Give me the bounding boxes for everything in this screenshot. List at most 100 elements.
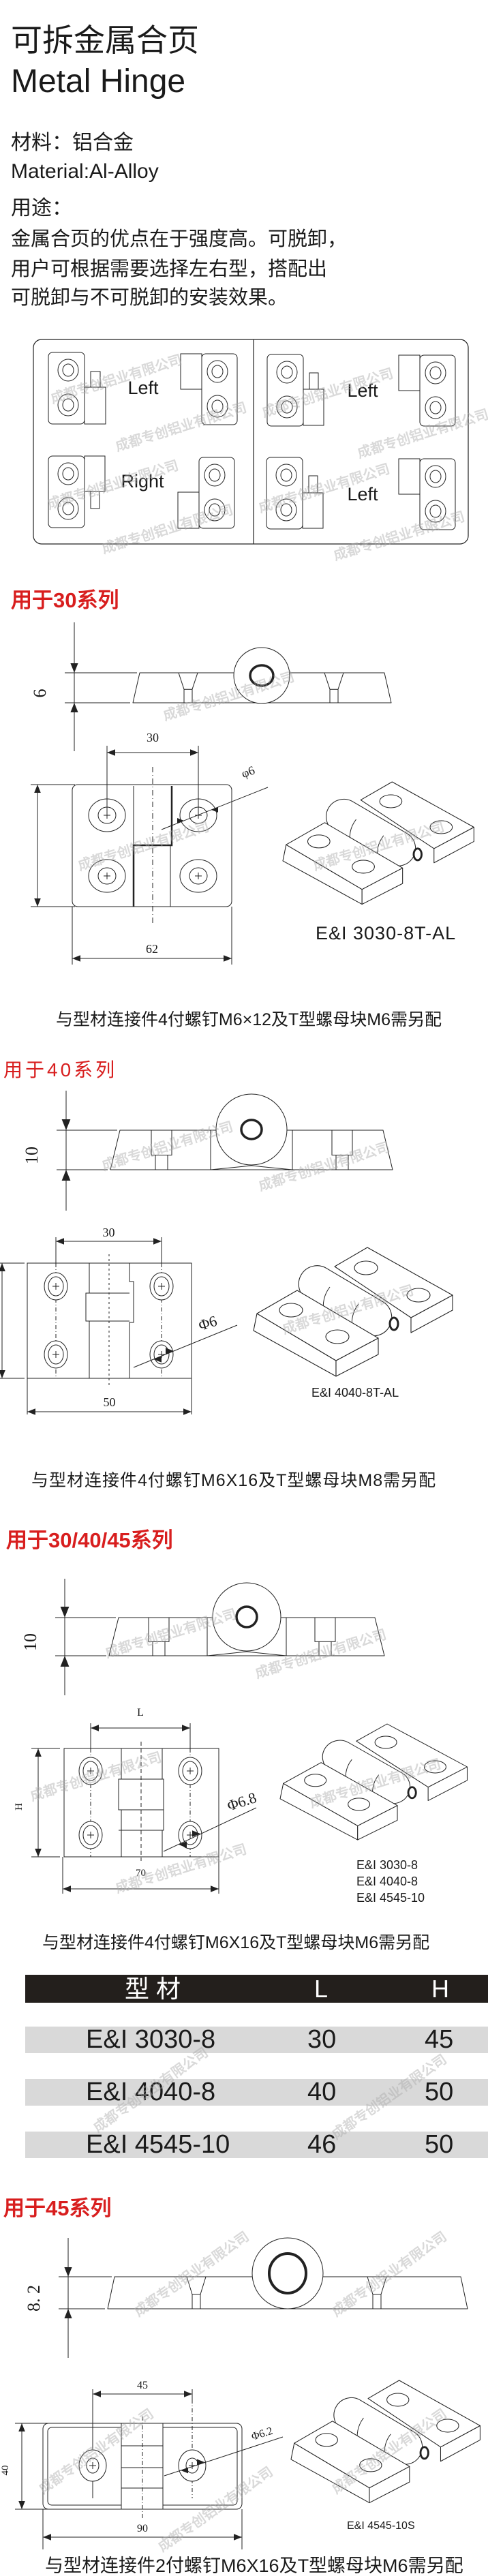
arrow-head (27, 1408, 35, 1415)
screw-hole-outer (204, 498, 226, 521)
countersink-hole (304, 1774, 327, 1787)
pocket (148, 1617, 170, 1642)
dimension-label: 6 (30, 689, 50, 698)
screw-hole-outer (425, 361, 446, 384)
orientation-example: Left (48, 352, 238, 425)
table-row: E&I 4040-8 40 50 (25, 2079, 488, 2106)
usage-line: 金属合页的优点在于强度高。可脱卸， (11, 228, 348, 250)
arrow-head (43, 2534, 51, 2541)
countersink-hole (354, 1260, 378, 1275)
hinge-leaf (48, 352, 85, 425)
diagram-frame (33, 339, 469, 545)
arrow-head (179, 1841, 187, 1848)
screw-hole-outer (57, 359, 79, 382)
section-title-30: 用于30系列 (11, 588, 119, 612)
screw-hole-inner (153, 1344, 170, 1365)
countersink-hole (374, 1736, 397, 1749)
cell-l: 46 (307, 2130, 337, 2159)
pin-hole-ring (235, 1605, 258, 1628)
side-view-45: 8. 2 (24, 2237, 468, 2358)
screw-hole-inner (82, 1761, 99, 1781)
pocket (314, 1617, 336, 1642)
arrow-head (211, 807, 218, 813)
screw-hole-inner (209, 503, 221, 517)
drawing-line (210, 1165, 252, 1170)
knuckle-circle (233, 647, 290, 704)
screw-hole-inner (182, 1761, 198, 1781)
hole-diameter-label: φ6 (239, 763, 256, 781)
material-cn: 材料：铝合金 (11, 132, 134, 154)
orientation-label: Left (127, 378, 159, 398)
hinge-knuckle (398, 354, 421, 391)
countersink-hole (359, 2458, 382, 2472)
hinge-leaf (198, 457, 235, 529)
pin-hole-ring (240, 1119, 263, 1140)
side-view-30-40-45: 10 (20, 1579, 385, 1695)
screw-hole-inner (429, 401, 442, 414)
arrow-head (181, 2467, 188, 2474)
model-label: E&I 4545-10S (347, 2520, 415, 2532)
arrow-head (183, 1408, 192, 1415)
screw-hole-inner (209, 468, 221, 482)
screw-hole-inner (62, 363, 74, 377)
cell-l: 30 (307, 2025, 337, 2054)
screw-hole-outer (275, 464, 297, 487)
drawing-line (207, 1651, 247, 1656)
countersink-hole (386, 2393, 410, 2407)
cell-model: E&I 4545-10 (86, 2130, 230, 2159)
orientation-label: Left (347, 484, 378, 504)
orientation-label: Right (121, 471, 164, 491)
accessory-note: 与型材连接件2付螺钉M6X16及T型螺母块M6需另配 (45, 2556, 463, 2576)
arrow-head (182, 1725, 190, 1731)
pocket (151, 1130, 172, 1156)
model-label: E&I 3030-8 (356, 1858, 418, 1872)
screw-hole-inner (429, 470, 442, 483)
arrow-head (56, 1238, 64, 1245)
hinge-knuckle (398, 458, 421, 495)
screw-hole-outer (276, 361, 298, 384)
section-title-40: 用于40系列 (3, 1059, 118, 1080)
arrow-head (153, 1238, 162, 1245)
iso-view-45 (290, 2380, 481, 2504)
table-row: E&I 4545-10 46 50 (25, 2132, 488, 2158)
dimension-label: 50 (104, 1395, 116, 1409)
arrow-head (18, 2423, 25, 2431)
hinge-knuckle (303, 389, 324, 426)
screw-hole-inner (281, 400, 293, 414)
spec-table-header: 型 材 L H (25, 1975, 488, 2003)
screw-hole-outer (275, 498, 297, 521)
arrow-head (197, 2459, 204, 2466)
screw-hole-inner (62, 398, 74, 412)
dimension-label: 62 (146, 942, 158, 956)
pin-hole (407, 1786, 417, 1800)
accessory-note: 与型材连接件4付螺钉M6×12及T型螺母块M6需另配 (56, 1010, 442, 1029)
cell-h: 50 (425, 2078, 454, 2106)
hinge-leaf (419, 354, 456, 427)
arrow-head (72, 955, 80, 962)
iso-view-40 (253, 1247, 453, 1377)
screw-hole-inner (86, 2457, 100, 2474)
hinge-pin (90, 371, 101, 388)
dimension-label: 10 (22, 1147, 42, 1164)
cell-h: 50 (425, 2130, 454, 2159)
model-label: E&I 3030-8T-AL (316, 923, 457, 943)
screw-hole-outer (425, 500, 446, 523)
arrow-head (211, 1885, 219, 1892)
cell-h: 45 (425, 2025, 454, 2054)
arrow-head (91, 1725, 99, 1731)
screw-hole-outer (207, 360, 228, 383)
usage-line: 可脱卸与不可脱卸的安装效果。 (11, 287, 288, 309)
screw-hole-inner (48, 1344, 64, 1365)
arrow-head (35, 1849, 42, 1857)
hinge-leaf (419, 458, 456, 530)
screw-hole-outer (207, 395, 228, 418)
screw-hole-outer (57, 462, 79, 485)
arrow-head (34, 785, 41, 793)
hinge-leaf (48, 455, 85, 528)
arrow-head (166, 1348, 174, 1354)
arrow-head (34, 898, 41, 907)
arrow-head (192, 1830, 200, 1837)
dimension-label: 45 (137, 2380, 148, 2391)
